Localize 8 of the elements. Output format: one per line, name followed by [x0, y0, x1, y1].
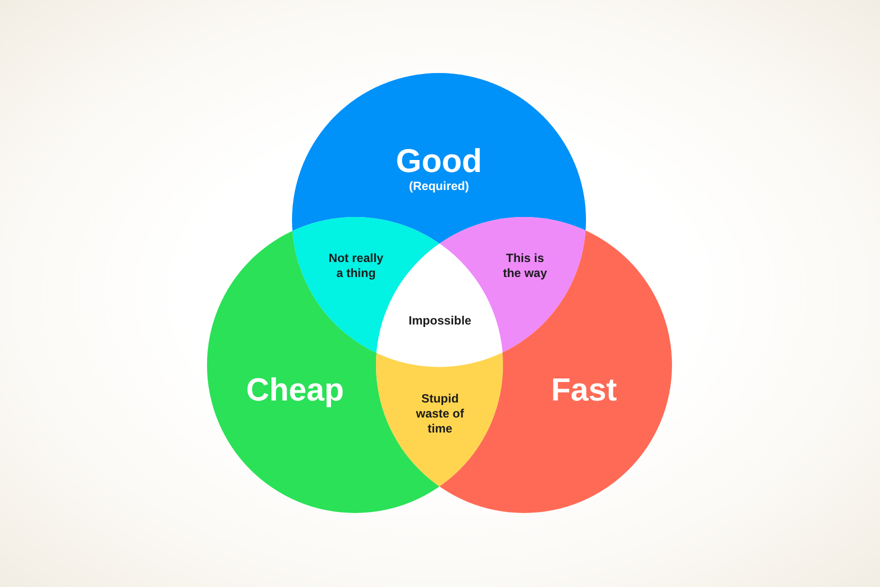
overlap-label: Impossible: [408, 314, 472, 328]
set-label: Good: [396, 142, 482, 180]
set-note: (Required): [409, 178, 469, 194]
overlap-label: Not really a thing: [328, 251, 384, 281]
overlap-label: Stupid waste of time: [415, 392, 465, 436]
set-label: Cheap: [246, 372, 344, 408]
set-label: Fast: [551, 372, 617, 408]
overlap-label: This is the way: [502, 251, 548, 281]
